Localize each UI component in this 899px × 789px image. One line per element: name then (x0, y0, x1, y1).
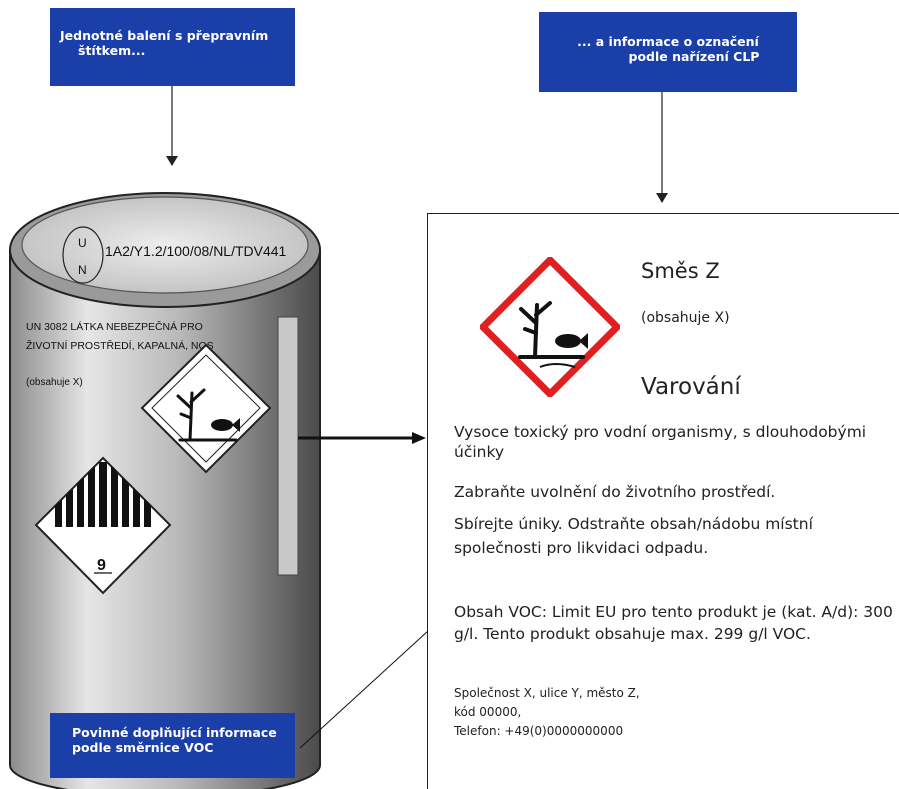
clp-label-panel: Směs Z (obsahuje X) Varování Vysoce toxi… (427, 213, 899, 789)
callout-top-right-line2: podle nařízení CLP (628, 49, 760, 64)
un-letter-n: N (78, 263, 87, 277)
arrow-callout-to-label (656, 92, 668, 203)
callout-top-left-line2: štítkem... (78, 43, 146, 58)
ghs09-environment-pictogram-icon (480, 257, 620, 397)
product-name: Směs Z (641, 259, 720, 283)
un-packaging-code: 1A2/Y1.2/100/08/NL/TDV441 (105, 243, 287, 259)
drum-shipping-name-line2: ŽIVOTNÍ PROSTŘEDÍ, KAPALNÁ, NOS (26, 339, 214, 352)
callout-top-left-line1: Jednotné balení s přepravním (60, 28, 269, 43)
class-9-hazard-diamond-icon: 9 (34, 456, 172, 595)
un-symbol: U N (62, 226, 104, 284)
voc-information: Obsah VOC: Limit EU pro tento produkt je… (454, 603, 893, 643)
callout-top-right-line1: ... a informace o označení (577, 34, 759, 49)
hazard-statement: Vysoce toxický pro vodní organismy, s dl… (454, 423, 867, 461)
drum-contains: (obsahuje X) (26, 377, 83, 388)
arrow-drum-to-label (298, 432, 426, 444)
callout-voc-info: Povinné doplňující informace podle směrn… (50, 713, 295, 778)
arrow-voc-callout (299, 613, 446, 749)
contact-line-3: Telefon: +49(0)0000000000 (454, 724, 624, 738)
callout-bottom-left-line2: podle směrnice VOC (72, 740, 214, 755)
callout-clp-labelling: ... a informace o označení podle nařízen… (539, 12, 797, 92)
drum (9, 192, 321, 789)
precautionary-statement-1: Zabraňte uvolnění do životního prostředí… (454, 483, 776, 501)
product-contains: (obsahuje X) (641, 310, 730, 326)
signal-word: Varování (641, 374, 741, 400)
callout-single-packaging: Jednotné balení s přepravním štítkem... (50, 8, 295, 86)
contact-line-2: kód 00000, (454, 705, 522, 719)
arrow-callout-to-drum (166, 86, 178, 166)
contact-line-1: Společnost X, ulice Y, město Z, (454, 686, 640, 700)
environment-hazard-diamond-icon (140, 343, 272, 474)
class-number: 9 (97, 557, 106, 574)
callout-bottom-left-line1: Povinné doplňující informace (72, 725, 277, 740)
drum-shipping-name-line1: UN 3082 LÁTKA NEBEZPEČNÁ PRO (26, 320, 203, 333)
precautionary-statement-2: Sbírejte úniky. Odstraňte obsah/nádobu m… (454, 515, 813, 557)
un-letter-u: U (78, 236, 87, 250)
supplier-contact: Společnost X, ulice Y, město Z, kód 0000… (454, 684, 640, 741)
